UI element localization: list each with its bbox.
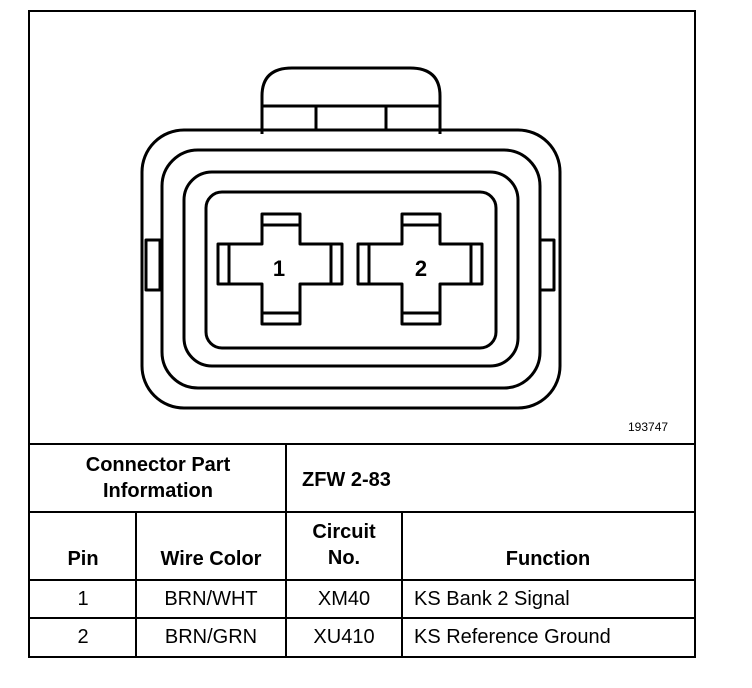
row-1-wire-color: BRN/WHT	[164, 588, 258, 610]
connector-body-middle	[160, 148, 542, 390]
latch-tab	[260, 66, 442, 134]
row-1-function: KS Bank 2 Signal	[414, 588, 570, 610]
pin-1-terminal	[216, 212, 344, 326]
connector-body-outer	[140, 128, 562, 410]
header-circuit-line2: No.	[327, 547, 361, 569]
connector-info-label-line2: Information	[103, 480, 213, 502]
header-pin: Pin	[67, 548, 99, 570]
row-1-pin: 1	[77, 588, 89, 610]
row-2-circuit: XU410	[313, 626, 375, 648]
row-2-function: KS Reference Ground	[414, 626, 611, 648]
connector-diagram: 1 2 193747	[30, 12, 694, 442]
pin-2-terminal	[356, 212, 484, 326]
connector-body-inner	[182, 170, 520, 368]
connector-face-drawing	[140, 66, 562, 410]
row-2-pin: 2	[77, 626, 89, 648]
row-1-circuit: XM40	[317, 588, 371, 610]
pin-1-label: 1	[272, 256, 286, 281]
row-2-wire-color: BRN/GRN	[164, 626, 258, 648]
connector-cavity	[204, 190, 498, 350]
header-circuit-line1: Circuit	[312, 521, 376, 543]
connector-info-value: ZFW 2-83	[302, 469, 391, 491]
connector-info-label-line1: Connector Part	[85, 454, 231, 476]
table-grid	[30, 443, 694, 656]
figure-id: 193747	[628, 420, 669, 434]
header-function: Function	[505, 548, 591, 570]
connector-frame: 1 2 193747 Connector Part Information ZF…	[28, 10, 696, 658]
pin-2-label: 2	[414, 256, 428, 281]
header-wire-color: Wire Color	[160, 548, 262, 570]
side-tab-left	[144, 238, 162, 292]
